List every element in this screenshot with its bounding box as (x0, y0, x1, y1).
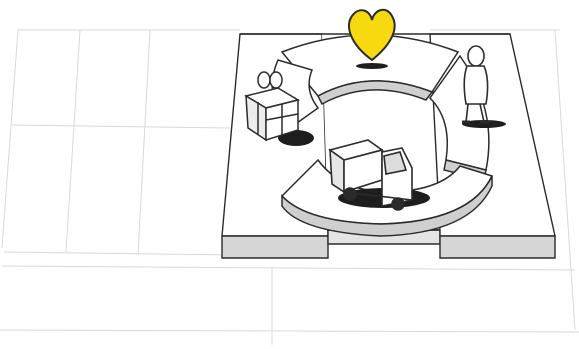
business-model-canvas-illustration (0, 0, 579, 349)
